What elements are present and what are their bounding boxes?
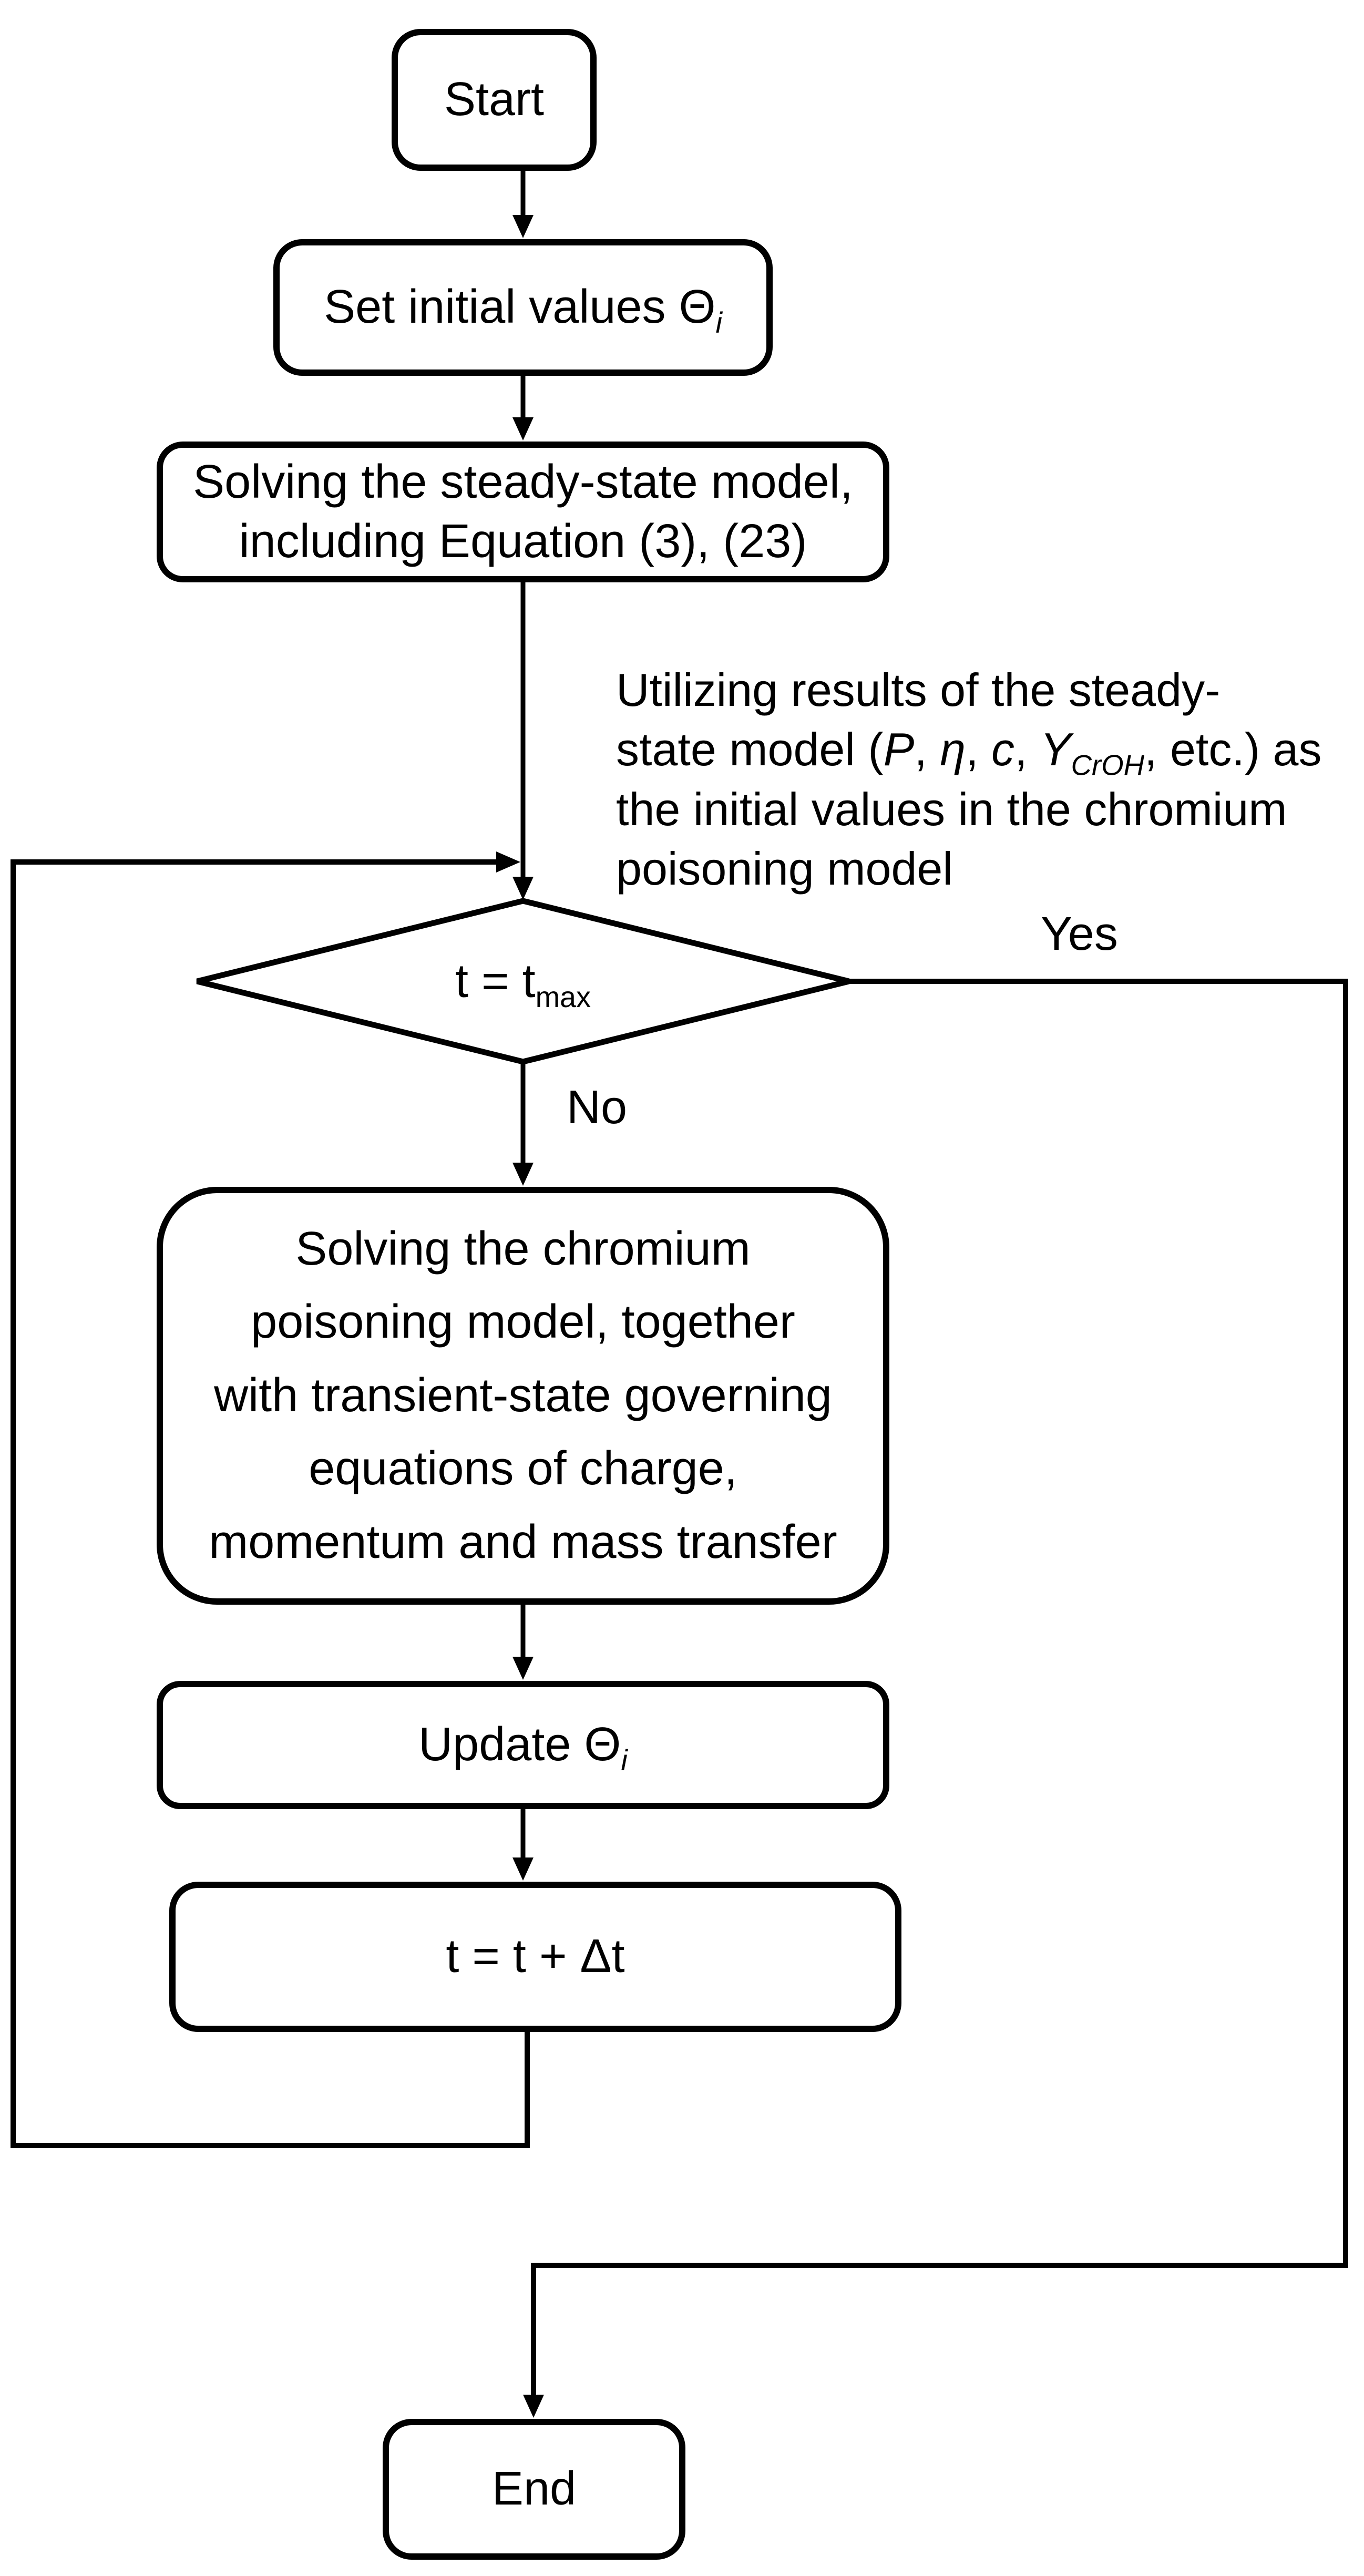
update-theta-subscript: i — [621, 1743, 628, 1777]
annotation-var-y: Y — [1040, 723, 1071, 776]
annotation-sep1: , — [914, 723, 940, 776]
annotation-part1: Utilizing results of the steady- state m… — [616, 663, 1221, 776]
time-step-node: t = t + Δt — [169, 1882, 901, 2032]
update-theta-node: Update Θi — [157, 1681, 889, 1809]
annotation-var-y-subscript: CrOH — [1071, 749, 1145, 782]
start-node: Start — [392, 29, 597, 171]
yes-branch-line — [531, 979, 1348, 2396]
steady-state-model-node: Solving the steady-state model, includin… — [157, 442, 889, 582]
arrow-set-to-steady-head — [512, 417, 534, 440]
arrow-steady-to-decision-head — [512, 877, 534, 900]
arrow-start-to-set-head — [512, 215, 534, 238]
end-node-label: End — [491, 2462, 577, 2516]
annotation-var-p: P — [883, 723, 915, 776]
steady-state-results-annotation: Utilizing results of the steady- state m… — [616, 600, 1357, 899]
decision-condition-text: t = tmax — [455, 955, 591, 1013]
annotation-sep2: , — [966, 723, 992, 776]
start-node-label: Start — [444, 73, 545, 126]
time-step-label: t = t + Δt — [446, 1930, 625, 1983]
steady-state-model-label: Solving the steady-state model, includin… — [193, 455, 853, 568]
annotation-part2: , etc.) as the initial values in the chr… — [616, 723, 1322, 895]
arrow-update-to-timestep-head — [512, 1857, 534, 1881]
yes-edge-label: Yes — [1041, 908, 1118, 960]
set-initial-values-subscript: i — [715, 306, 722, 340]
arrow-chromium-to-update-head — [512, 1657, 534, 1680]
annotation-var-eta: η — [940, 723, 966, 776]
loop-back-line — [11, 859, 530, 2148]
set-initial-values-label: Set initial values Θi — [324, 281, 722, 340]
yes-branch-arrowhead — [523, 2395, 544, 2418]
arrow-decision-to-chromium-head — [512, 1163, 534, 1186]
chromium-poisoning-model-label: Solving the chromium poisoning model, to… — [209, 1222, 837, 1568]
update-theta-label: Update Θi — [418, 1718, 628, 1777]
decision-node-label: t = tmax — [368, 936, 678, 1028]
no-edge-label: No — [567, 1081, 628, 1134]
chromium-poisoning-model-node: Solving the chromium poisoning model, to… — [157, 1187, 889, 1605]
decision-condition-subscript: max — [535, 980, 591, 1013]
annotation-sep3: , — [1014, 723, 1040, 776]
loop-back-arrowhead — [496, 851, 520, 873]
end-node: End — [383, 2419, 685, 2560]
set-initial-values-node: Set initial values Θi — [273, 239, 773, 376]
annotation-var-c: c — [991, 723, 1015, 776]
